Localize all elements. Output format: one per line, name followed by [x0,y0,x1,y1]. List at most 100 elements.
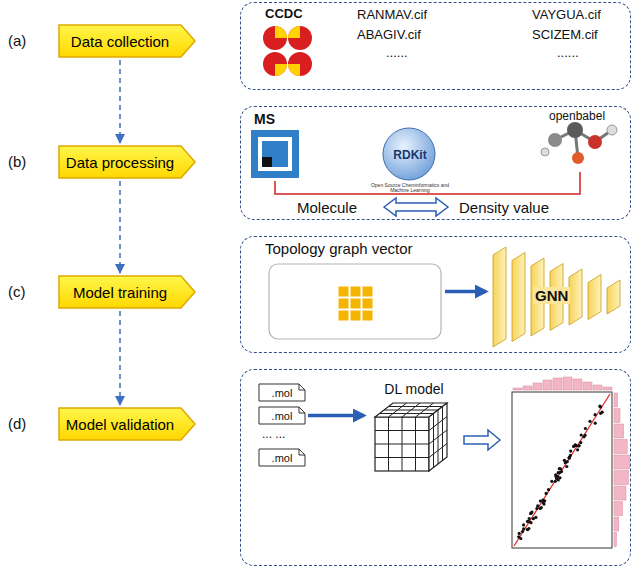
node-text: Data processing [66,154,174,171]
figure-part [536,504,539,507]
openbabel-molecule [541,122,617,164]
figure-part [593,385,602,390]
figure-part [350,310,361,321]
figure-part [429,444,447,458]
figure-part [588,135,602,149]
flow-connector [119,60,121,143]
figure-part [362,298,373,309]
figure-part [614,471,628,485]
figure-part [512,253,525,342]
figure-part [614,517,619,531]
figure-part [614,409,620,423]
figure-part [539,507,542,510]
figure-part [523,386,532,390]
node-text: MS [254,111,275,127]
node-text: Model training [73,284,167,301]
figure-part [262,141,288,167]
figure-part [614,440,627,454]
node-text: Molecule [297,199,357,216]
figure-part [263,26,287,50]
figure-part [568,456,571,459]
figure-part [576,448,579,451]
node-text: openbabel [549,109,605,123]
figure-part [259,407,305,424]
figure-part [262,157,272,167]
figure-part [275,64,287,76]
figure-part [550,480,553,483]
flow-connector [445,290,486,294]
step-arrow-box: Data processing [58,145,196,179]
mol-file: .mol [258,448,306,467]
stage-panel: MS RDKitOpen Source Cheminformatics and M… [240,106,631,220]
node-text: RDKit [384,148,436,162]
figure-part [59,276,195,308]
figure-part [594,422,597,425]
node-text: Topology graph vector [265,240,413,257]
figure-part [607,280,620,314]
figure-part [383,128,435,180]
figure-part [442,407,443,461]
figure-part [269,264,441,339]
figure-part [588,275,601,320]
figure-part [541,499,544,502]
figure-part [582,435,585,438]
stage-panel: .mol.mol.molDL model [240,369,631,566]
flow-connector [119,311,121,405]
figure-part [299,449,305,455]
figure-part [288,26,312,50]
figure-part [558,467,561,470]
figure-part [577,444,580,447]
figure-part [529,512,532,515]
ccdc-logo [263,26,312,76]
figure-part [580,433,583,436]
figure-part [375,457,429,458]
figure-part [59,146,195,178]
figure-part [415,417,416,471]
figure-part [532,517,535,520]
node-text: VAYGUA.cif [532,7,601,22]
figure-part [493,247,506,347]
node-text: Model validation [66,416,174,433]
merge-bracket [275,172,580,194]
node-text: DL model [367,381,461,397]
figure-part [569,269,582,325]
stage-panel: Topology graph vectorGNN [240,236,631,353]
double-arrow [384,198,448,216]
figure-part [563,377,572,390]
figure-part [558,471,561,474]
node-text: Open Source Cheminformatics and Machine … [370,183,450,193]
flow-connector [119,181,121,273]
figure-part [375,417,429,471]
figure-part [288,52,312,76]
flow-connector [308,414,364,418]
figure-part [350,286,361,297]
mol-file: .mol [258,406,306,425]
figure-part [579,441,582,444]
ms-icon [251,130,299,178]
figure-part [614,424,624,438]
figure-part [553,378,562,390]
figure-part [362,286,373,297]
figure-part [519,537,522,540]
figure-part [599,412,602,415]
figure-part [275,26,287,38]
node-text: GNN [533,287,570,304]
figure-part [541,148,549,156]
stage-panel: CCDCRANMAV.cifVAYGUA.cifABAGIV.cifSCIZEM… [240,2,631,90]
figure-part [568,456,571,459]
figure-part [594,413,597,416]
figure-part [251,130,299,178]
figure-part [614,455,630,469]
figure-part [350,298,361,309]
figure-part [513,388,522,390]
node-text: ...... [386,45,408,60]
step-letter: (a) [8,32,26,49]
figure-part [574,443,577,446]
node-text: Density value [459,199,549,216]
figure-part [533,383,542,390]
figure-part [59,408,195,440]
figure-part [259,384,305,401]
node-text: ABAGIV.cif [357,27,421,42]
figure-part [558,476,561,479]
figure-part [258,137,292,171]
